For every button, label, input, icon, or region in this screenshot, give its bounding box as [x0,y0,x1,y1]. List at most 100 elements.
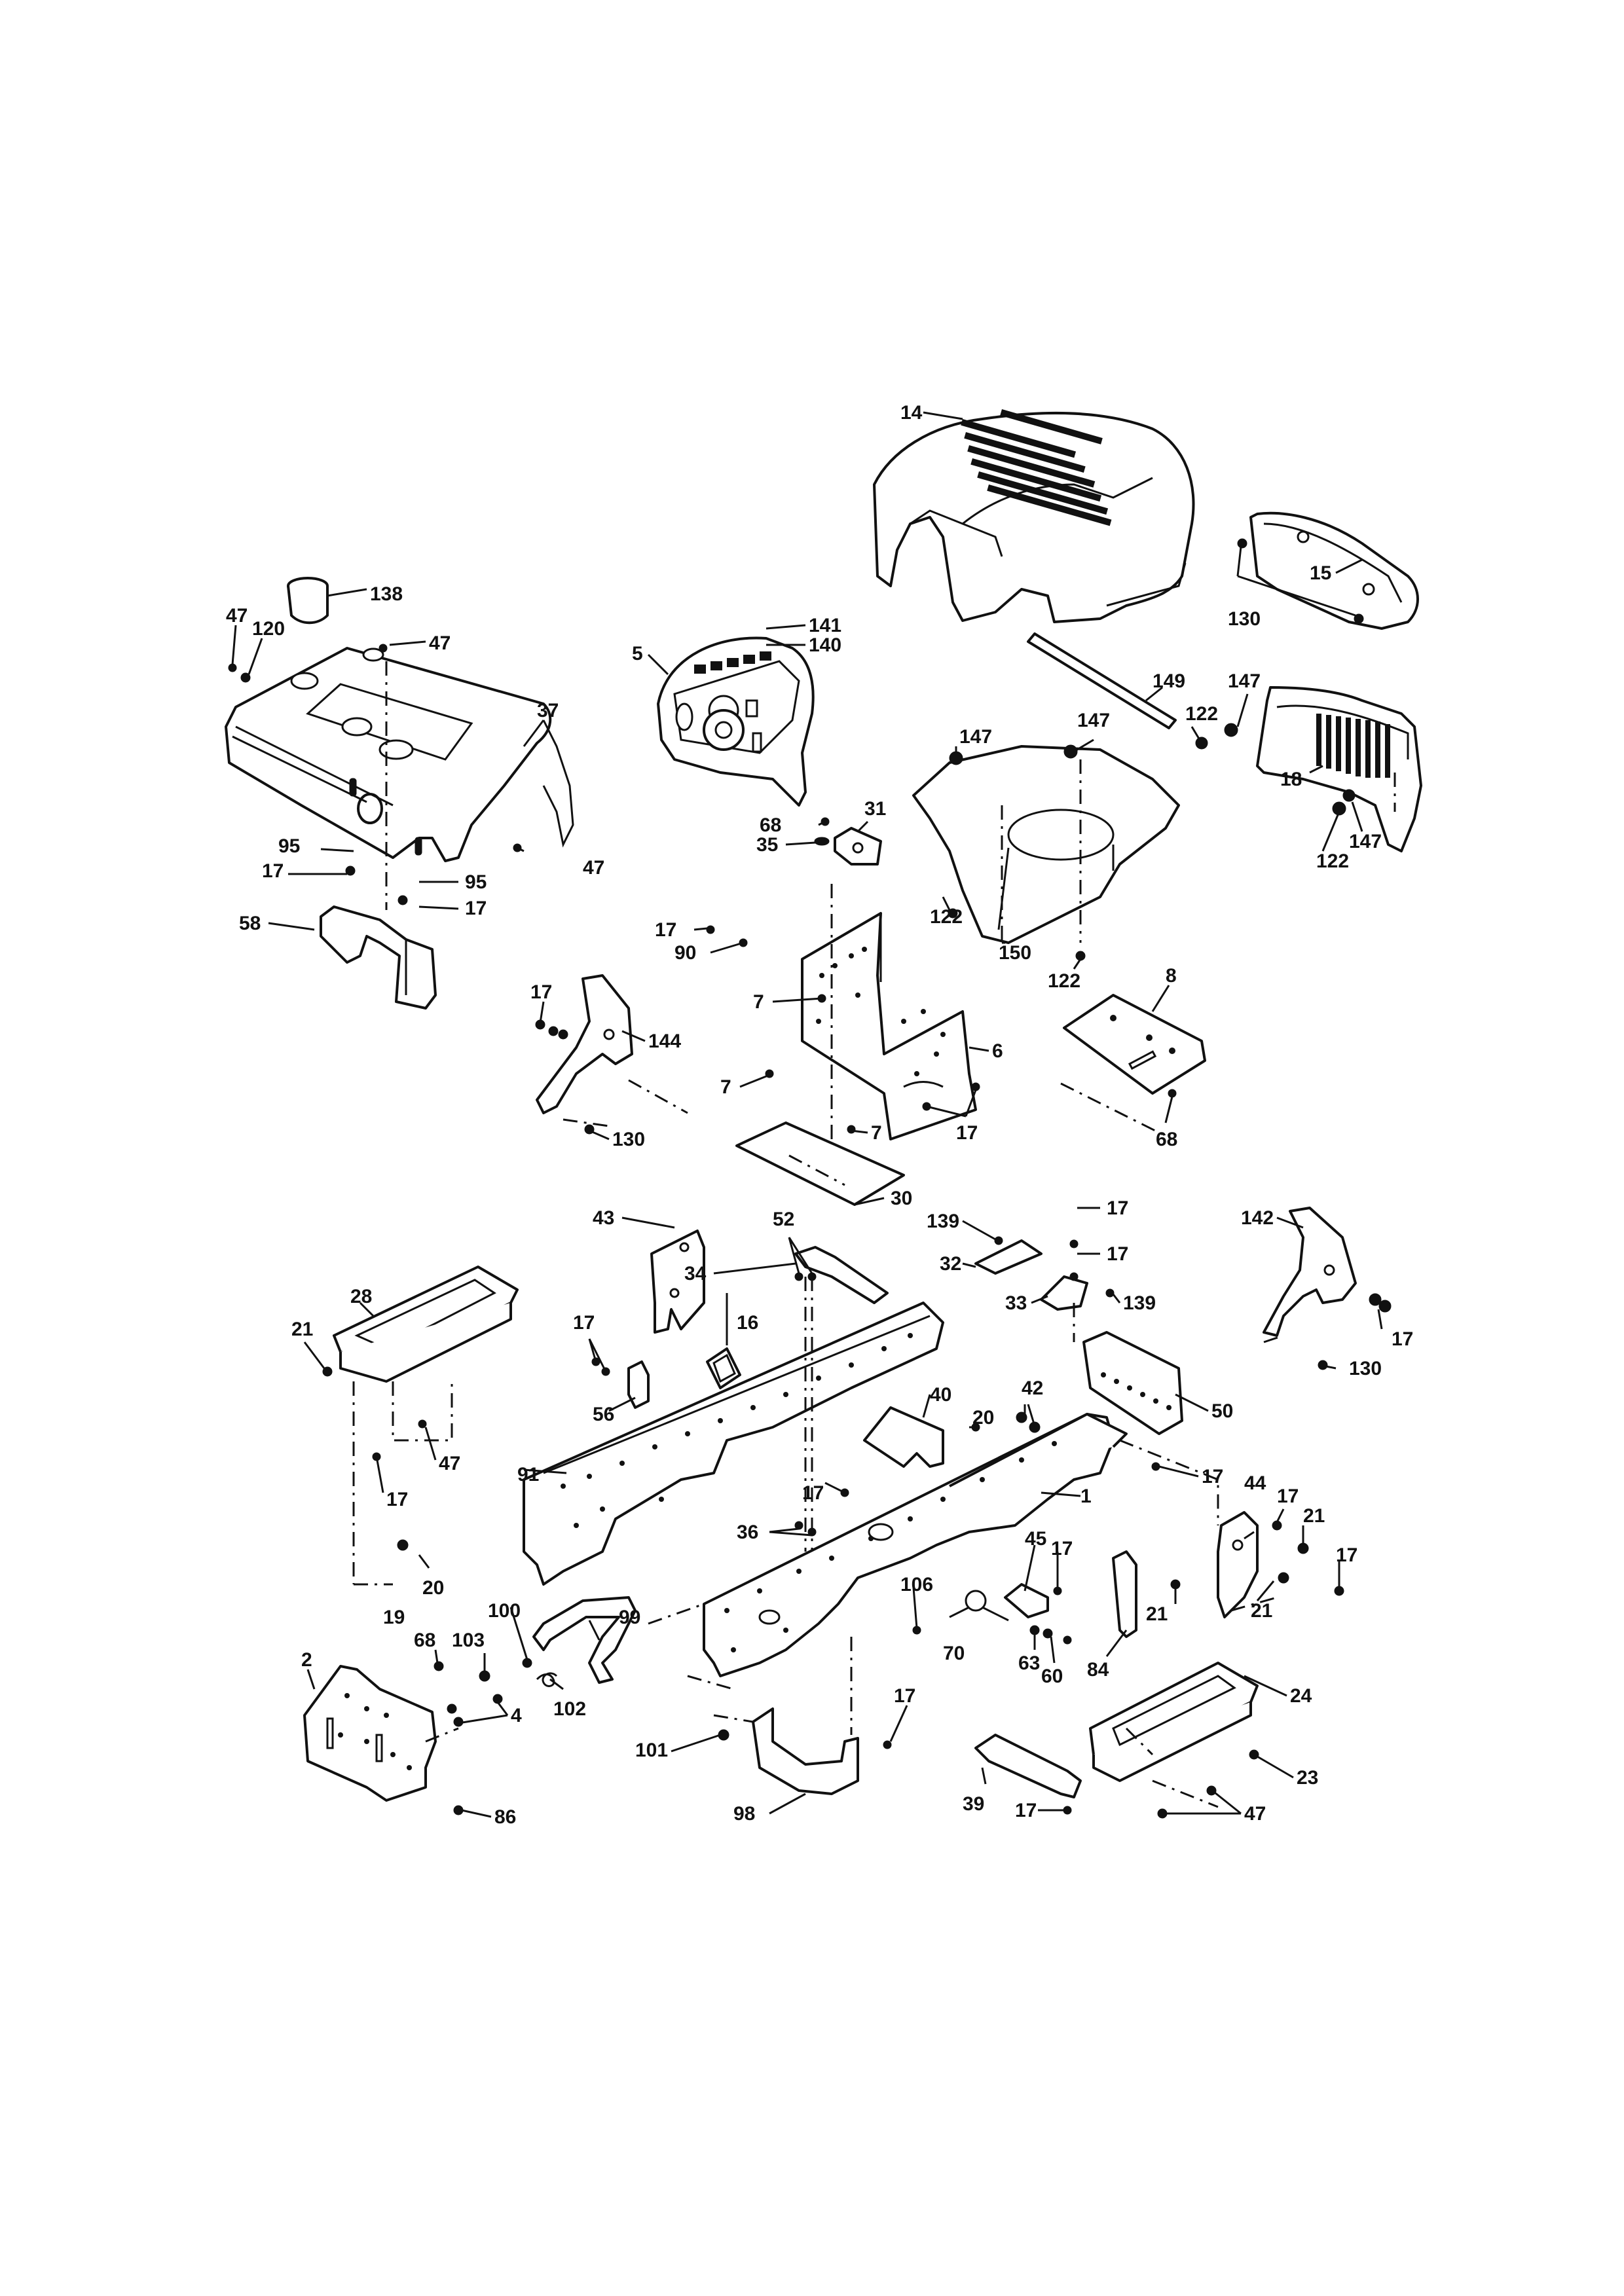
strip-part-149 [1027,632,1177,729]
callout-122: 122 [930,906,963,928]
grille-part-15 [1249,511,1419,630]
callout-147: 147 [1228,670,1261,692]
callout-32: 32 [940,1253,961,1275]
callout-20: 20 [422,1577,444,1599]
grille-part-18 [1256,686,1422,852]
callout-56: 56 [593,1404,614,1425]
callout-70: 70 [943,1643,965,1664]
callout-142: 142 [1241,1207,1274,1229]
bracket-part-43 [650,1230,705,1334]
callout-28: 28 [350,1286,372,1307]
callout-35: 35 [756,834,778,856]
callout-95: 95 [465,871,487,893]
callout-4: 4 [511,1705,522,1726]
callout-139: 139 [927,1211,959,1232]
callout-147: 147 [1349,831,1382,852]
callout-122: 122 [1185,703,1218,725]
rod-part-99 [532,1596,637,1684]
hood-part-14 [873,409,1195,623]
callout-95: 95 [278,835,300,857]
callout-20: 20 [972,1407,994,1429]
callout-141: 141 [809,615,841,636]
callout-138: 138 [370,583,403,605]
part-84 [1112,1550,1137,1638]
bracket-part-32 [974,1239,1043,1275]
callout-36: 36 [737,1522,758,1543]
callout-47: 47 [439,1453,460,1474]
callout-7: 7 [720,1076,731,1098]
callout-68: 68 [414,1630,435,1651]
callout-17: 17 [802,1482,824,1504]
callout-17: 17 [386,1489,408,1510]
callout-101: 101 [635,1740,668,1761]
callout-17: 17 [956,1122,978,1144]
callout-91: 91 [517,1464,539,1485]
callout-33: 33 [1005,1292,1027,1314]
callout-17: 17 [465,898,487,919]
callout-43: 43 [593,1207,614,1229]
callout-144: 144 [648,1030,681,1052]
callout-68: 68 [1156,1129,1177,1150]
dash-panel-part-37 [225,647,574,862]
callout-21: 21 [1251,1600,1272,1622]
callout-47: 47 [429,632,451,654]
callout-122: 122 [1048,970,1080,992]
frame-rail-part-91 [523,1302,944,1586]
firewall-part-6 [801,912,977,1140]
callout-18: 18 [1280,769,1302,790]
callout-99: 99 [619,1607,640,1628]
callout-120: 120 [252,618,285,640]
footrest-part-28 [333,1266,519,1383]
callout-17: 17 [655,919,676,941]
callout-60: 60 [1041,1666,1063,1687]
callout-130: 130 [1228,608,1261,630]
bracket-part-40 [863,1406,944,1468]
callout-103: 103 [452,1630,485,1651]
leader-lines [231,411,1383,1818]
bracket-part-44 [1217,1511,1259,1618]
part-16 [706,1347,741,1389]
callout-labels: 14 15 130 138 47 120 47 141 140 5 37 149… [226,402,1413,1828]
callout-6: 6 [992,1040,1003,1062]
callout-17: 17 [894,1685,915,1707]
callout-17: 17 [1107,1197,1128,1219]
callout-42: 42 [1022,1377,1043,1399]
part-70 [965,1590,1009,1622]
callout-68: 68 [760,814,781,836]
bracket-part-142 [1263,1207,1357,1337]
callout-44: 44 [1244,1472,1266,1494]
callout-149: 149 [1153,670,1185,692]
shroud-part-150 [912,745,1180,944]
callout-16: 16 [737,1312,758,1334]
callout-47: 47 [226,605,248,627]
bracket-part-2 [303,1665,437,1802]
callout-100: 100 [488,1600,521,1622]
callout-106: 106 [900,1574,933,1595]
callout-45: 45 [1025,1528,1046,1550]
callout-90: 90 [674,942,696,964]
bracket-part-8 [1063,994,1206,1095]
callout-34: 34 [684,1263,707,1285]
callout-17: 17 [262,860,284,882]
callout-102: 102 [553,1698,586,1720]
callout-17: 17 [1051,1538,1073,1559]
callout-7: 7 [871,1122,882,1144]
callout-17: 17 [1336,1544,1357,1566]
callout-7: 7 [753,991,764,1013]
bracket-part-33 [1040,1275,1088,1311]
callout-130: 130 [1349,1358,1382,1379]
callout-23: 23 [1297,1767,1318,1789]
callout-5: 5 [632,643,643,665]
callout-58: 58 [239,913,261,934]
callout-17: 17 [1107,1243,1128,1265]
callout-39: 39 [963,1793,984,1815]
callout-1: 1 [1080,1485,1092,1507]
callout-139: 139 [1123,1292,1156,1314]
callout-8: 8 [1166,965,1177,987]
part-56 [627,1360,650,1409]
callout-52: 52 [773,1209,794,1230]
control-panel-part-5 [657,636,815,807]
frame-rail-part-1 [703,1413,1128,1677]
bracket-part-58 [320,905,437,1010]
callout-86: 86 [494,1806,516,1828]
